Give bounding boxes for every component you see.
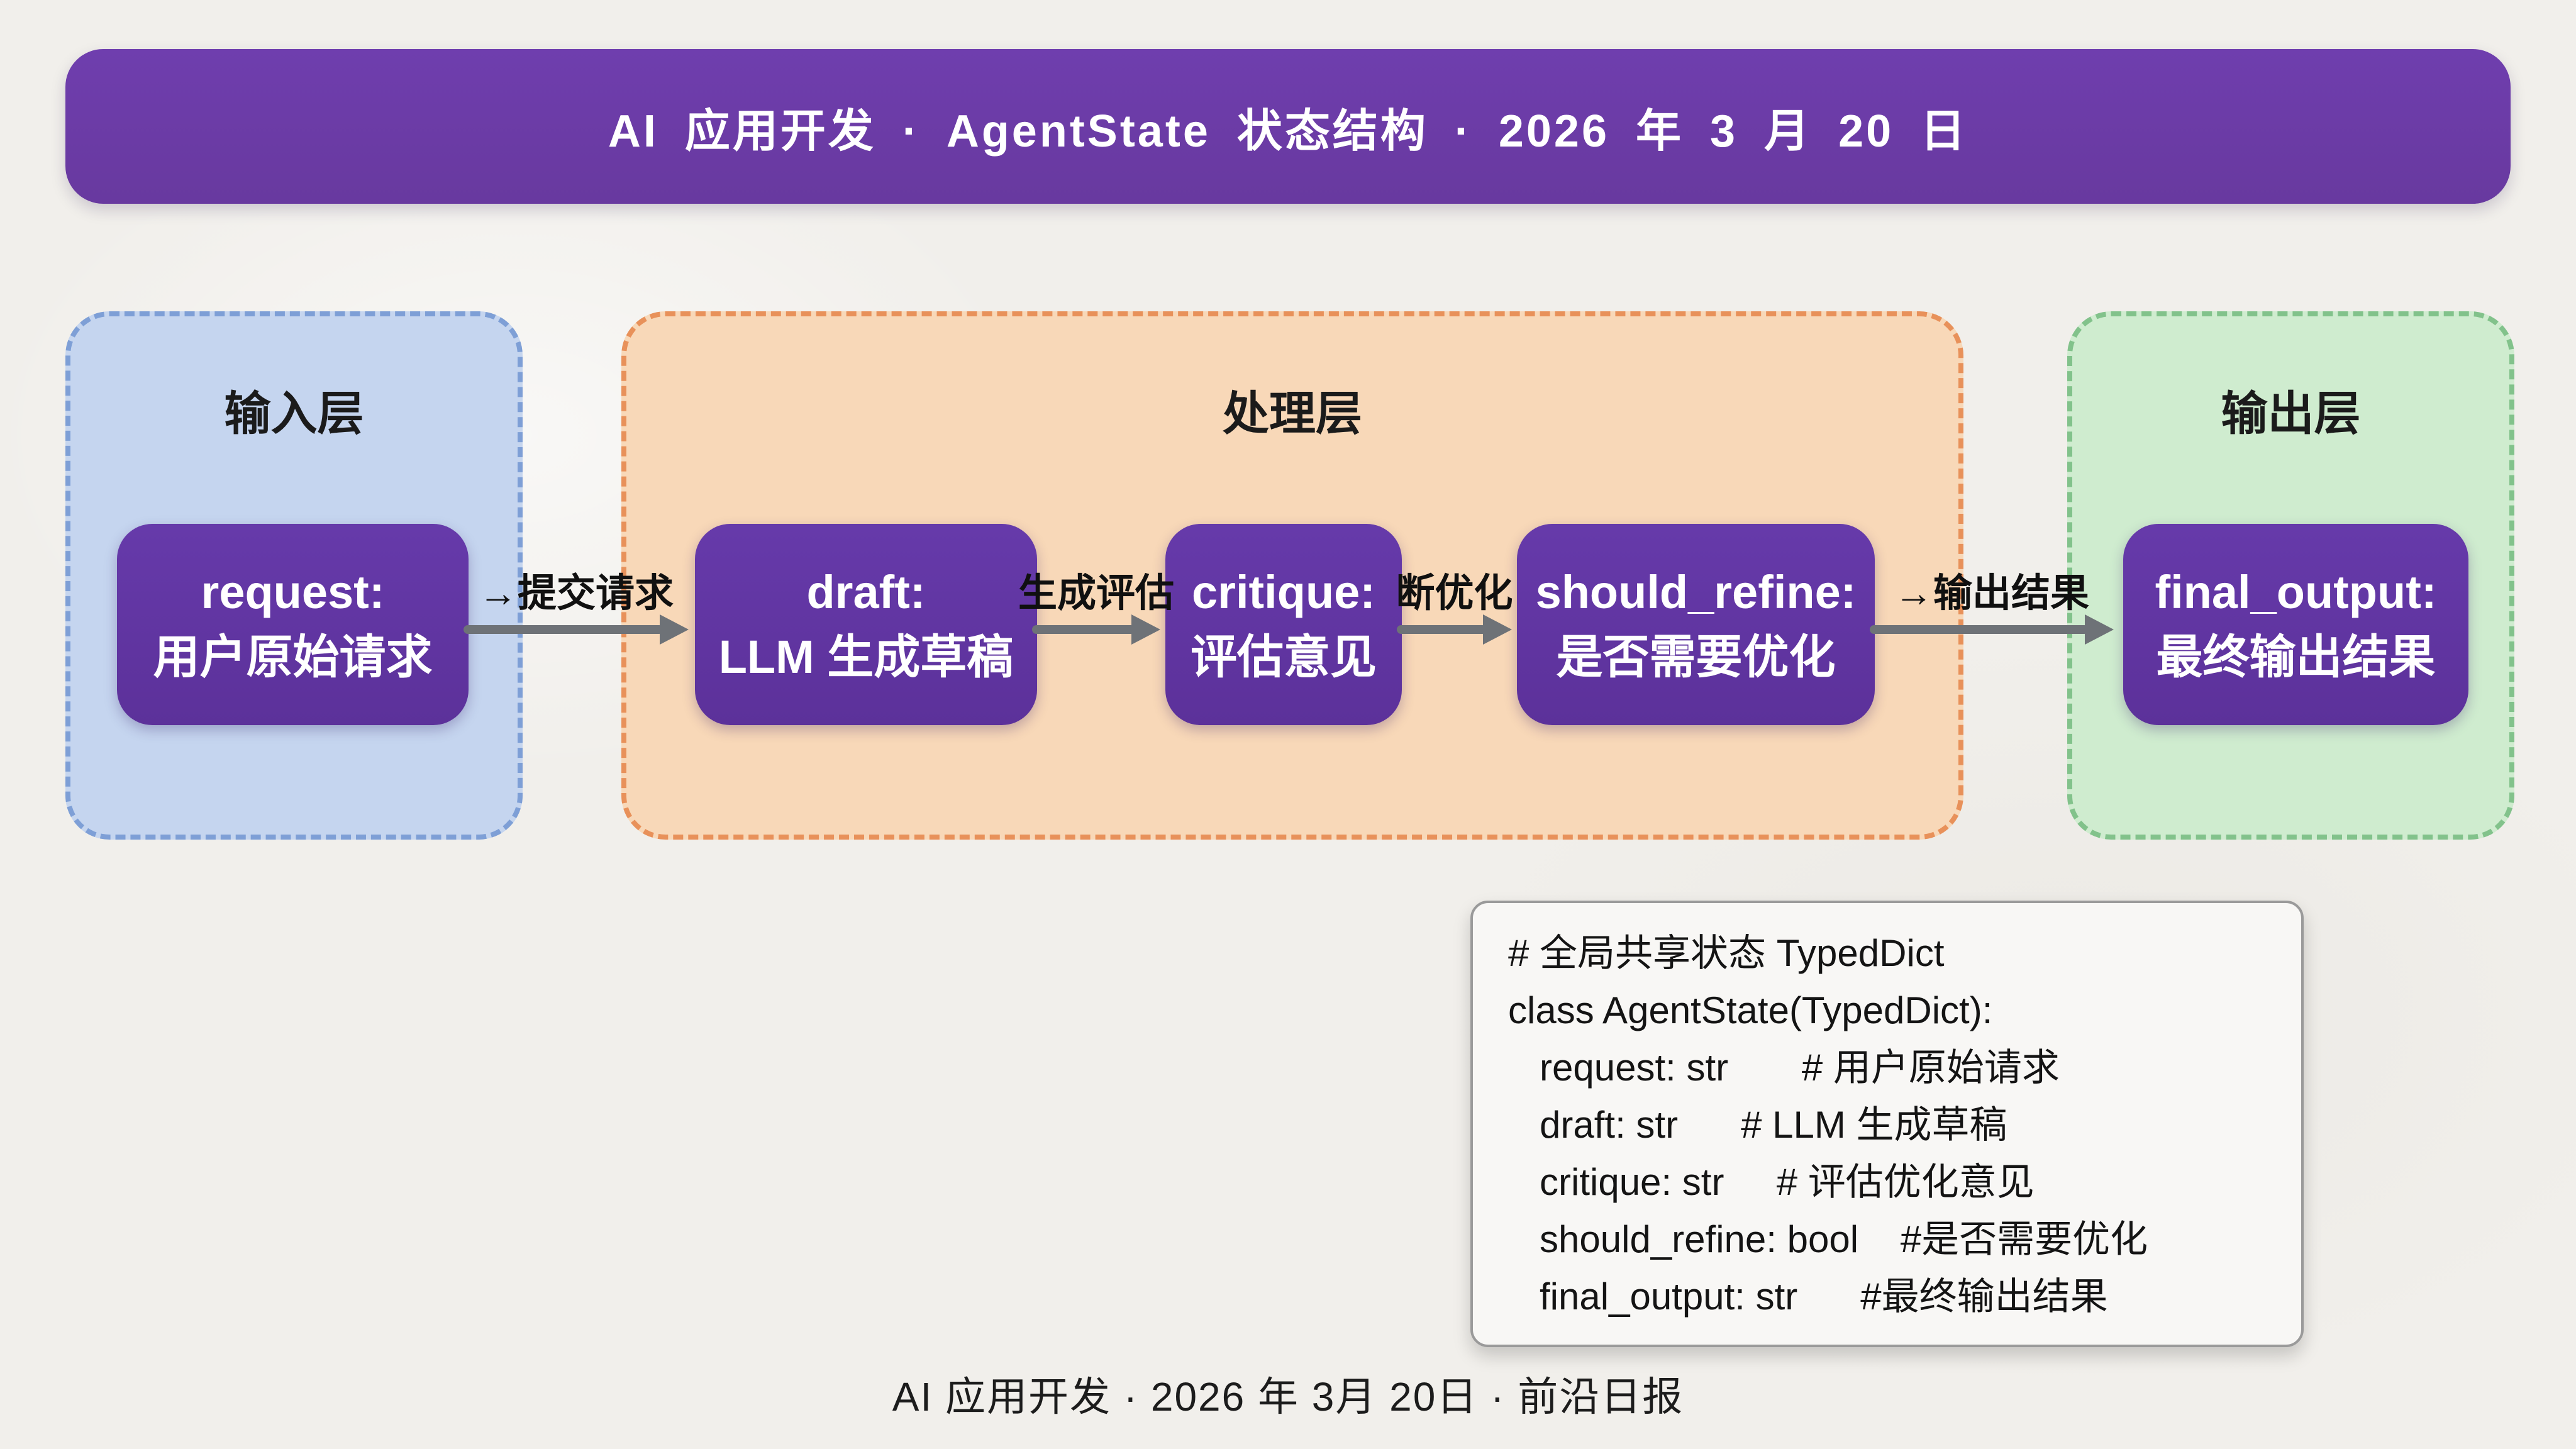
node-should-refine: should_refine: 是否需要优化	[1517, 524, 1875, 725]
footer-caption: AI 应用开发 · 2026 年 3月 20日 · 前沿日报	[892, 1374, 1684, 1419]
output-layer-title: 输出层	[2221, 387, 2361, 440]
node-final-output: final_output: 最终输出结果	[2123, 524, 2468, 725]
arrow-generate-critique: 生成评估	[1018, 556, 1174, 645]
page-title: AI 应用开发 · AgentState 状态结构 · 2026 年 3 月 2…	[608, 106, 1968, 157]
arrow-output-label: →输出结果	[1894, 572, 2090, 615]
node-final-output-desc: 最终输出结果	[2156, 631, 2436, 683]
arrow-generate-label: 生成评估	[1018, 572, 1175, 615]
code-line-should-refine: should_refine: bool #是否需要优化	[1508, 1218, 2148, 1260]
arrow-output-result: →输出结果	[1870, 556, 2114, 645]
arrow-head-icon	[1131, 614, 1160, 645]
input-layer-title: 输入层	[224, 387, 364, 440]
code-line-draft: draft: str # LLM 生成草稿	[1508, 1104, 2007, 1146]
input-layer-container: 输入层 request: 用户原始请求	[65, 311, 523, 840]
node-draft-desc: LLM 生成草稿	[718, 631, 1014, 683]
node-should-refine-field: should_refine:	[1535, 566, 1857, 618]
arrow-head-icon	[2085, 614, 2114, 645]
code-line-critique: critique: str # 评估优化意见	[1508, 1161, 2035, 1203]
arrow-judge-refine: 断优化	[1396, 556, 1513, 645]
node-critique-desc: 评估意见	[1191, 631, 1377, 683]
arrow-judge-label: 断优化	[1396, 572, 1513, 615]
code-line-final-output: final_output: str #最终输出结果	[1508, 1275, 2108, 1318]
node-critique: critique: 评估意见	[1165, 524, 1402, 725]
arrow-line	[464, 625, 663, 634]
node-final-output-field: final_output:	[2155, 566, 2437, 618]
node-draft-field: draft:	[806, 566, 926, 618]
arrow-head-icon	[1483, 614, 1512, 645]
code-snippet-card: # 全局共享状态 TypedDict class AgentState(Type…	[1470, 901, 2304, 1347]
code-line-comment: # 全局共享状态 TypedDict	[1508, 932, 1945, 974]
process-layer-container: 处理层 draft: LLM 生成草稿 critique: 评估意见 shoul…	[621, 311, 1963, 840]
code-line-request: request: str # 用户原始请求	[1508, 1046, 2060, 1089]
arrow-head-icon	[660, 614, 689, 645]
node-request-desc: 用户原始请求	[153, 631, 433, 683]
process-layer-title: 处理层	[1223, 387, 1362, 440]
arrow-submit-label: →提交请求	[478, 572, 674, 615]
node-request-field: request:	[201, 566, 385, 618]
arrow-line	[1397, 625, 1487, 634]
node-critique-field: critique:	[1192, 566, 1375, 618]
arrow-submit: →提交请求	[464, 556, 689, 645]
node-should-refine-desc: 是否需要优化	[1556, 631, 1836, 683]
header-banner: AI 应用开发 · AgentState 状态结构 · 2026 年 3 月 2…	[65, 49, 2511, 204]
node-draft: draft: LLM 生成草稿	[695, 524, 1037, 725]
output-layer-container: 输出层 final_output: 最终输出结果	[2067, 311, 2514, 840]
node-request: request: 用户原始请求	[117, 524, 469, 725]
arrow-line	[1032, 625, 1135, 634]
arrow-line	[1870, 625, 2089, 634]
code-line-class: class AgentState(TypedDict):	[1508, 989, 1993, 1031]
